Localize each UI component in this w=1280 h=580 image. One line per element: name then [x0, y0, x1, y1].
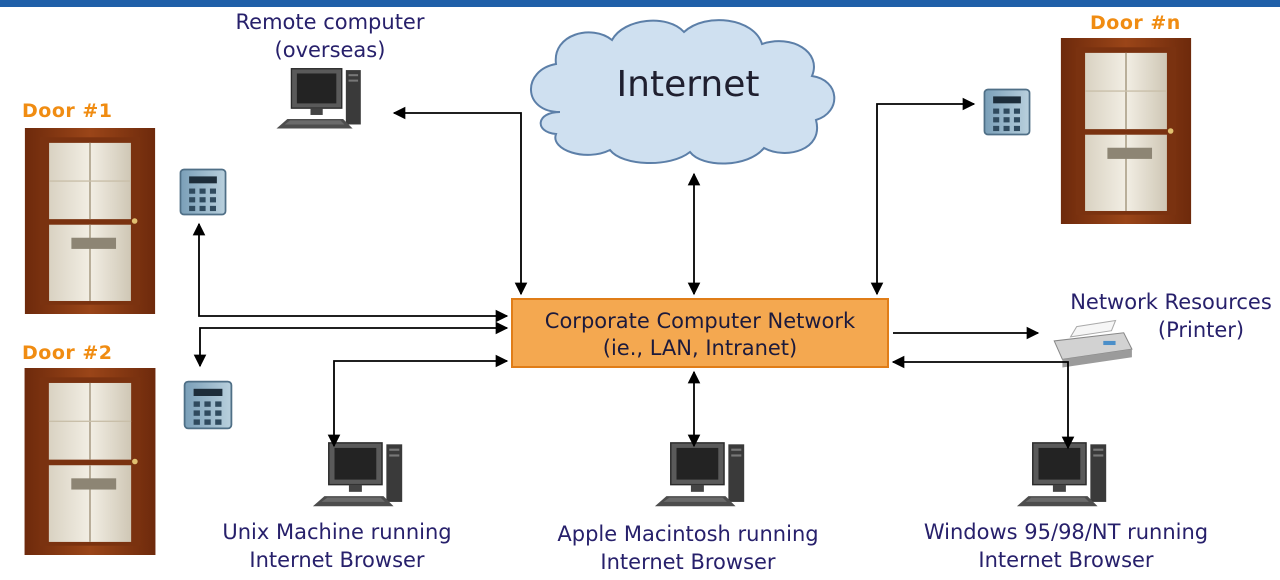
arrow-door-1-to-network	[192, 222, 509, 323]
door-1-title: Door #1	[22, 100, 113, 122]
windows-label: Windows 95/98/NT running Internet Browse…	[886, 518, 1246, 574]
arrow-remote-to-network	[392, 106, 528, 296]
unix-computer-icon	[311, 441, 404, 508]
door-n-title: Door #n	[1090, 12, 1181, 34]
top-bar	[0, 0, 1280, 7]
door-1-keypad-icon	[179, 168, 227, 216]
arrow-unix-to-network	[327, 354, 509, 448]
mac-line2: Internet Browser	[600, 550, 776, 574]
unix-label: Unix Machine running Internet Browser	[192, 518, 482, 574]
arrow-door-n-to-network	[870, 97, 976, 296]
door-n-icon	[1059, 38, 1193, 224]
remote-computer-line2: (overseas)	[274, 38, 386, 62]
network-resources-line1: Network Resources	[1070, 290, 1272, 314]
unix-line1: Unix Machine running	[222, 520, 452, 544]
remote-computer-icon	[275, 67, 362, 130]
internet-label: Internet	[616, 64, 760, 105]
windows-line1: Windows 95/98/NT running	[923, 520, 1209, 544]
corporate-network-box: Corporate Computer Network (ie., LAN, In…	[511, 298, 889, 368]
network-resources-line2: (Printer)	[1157, 318, 1245, 342]
door-n-keypad-icon	[983, 88, 1031, 136]
corporate-network-label: Corporate Computer Network (ie., LAN, In…	[513, 308, 887, 362]
corporate-network-line2: (ie., LAN, Intranet)	[602, 336, 798, 360]
cloud-icon	[530, 19, 836, 165]
door-2-keypad-icon	[183, 380, 233, 430]
remote-computer-label: Remote computer (overseas)	[220, 8, 440, 64]
network-resources-label: Network Resources (Printer)	[1064, 288, 1278, 344]
unix-line2: Internet Browser	[249, 548, 425, 572]
windows-computer-icon	[1015, 441, 1108, 508]
mac-line1: Apple Macintosh running	[557, 522, 819, 546]
corporate-network-line1: Corporate Computer Network	[544, 309, 856, 333]
door-2-title: Door #2	[22, 342, 113, 364]
door-2-icon	[23, 368, 157, 555]
remote-computer-line1: Remote computer	[235, 10, 425, 34]
arrow-door-2-to-network	[193, 321, 509, 368]
mac-label: Apple Macintosh running Internet Browser	[528, 520, 848, 576]
arrow-windows-to-network	[891, 355, 1075, 450]
door-1-icon	[23, 128, 157, 314]
windows-line2: Internet Browser	[978, 548, 1154, 572]
mac-computer-icon	[653, 441, 746, 508]
